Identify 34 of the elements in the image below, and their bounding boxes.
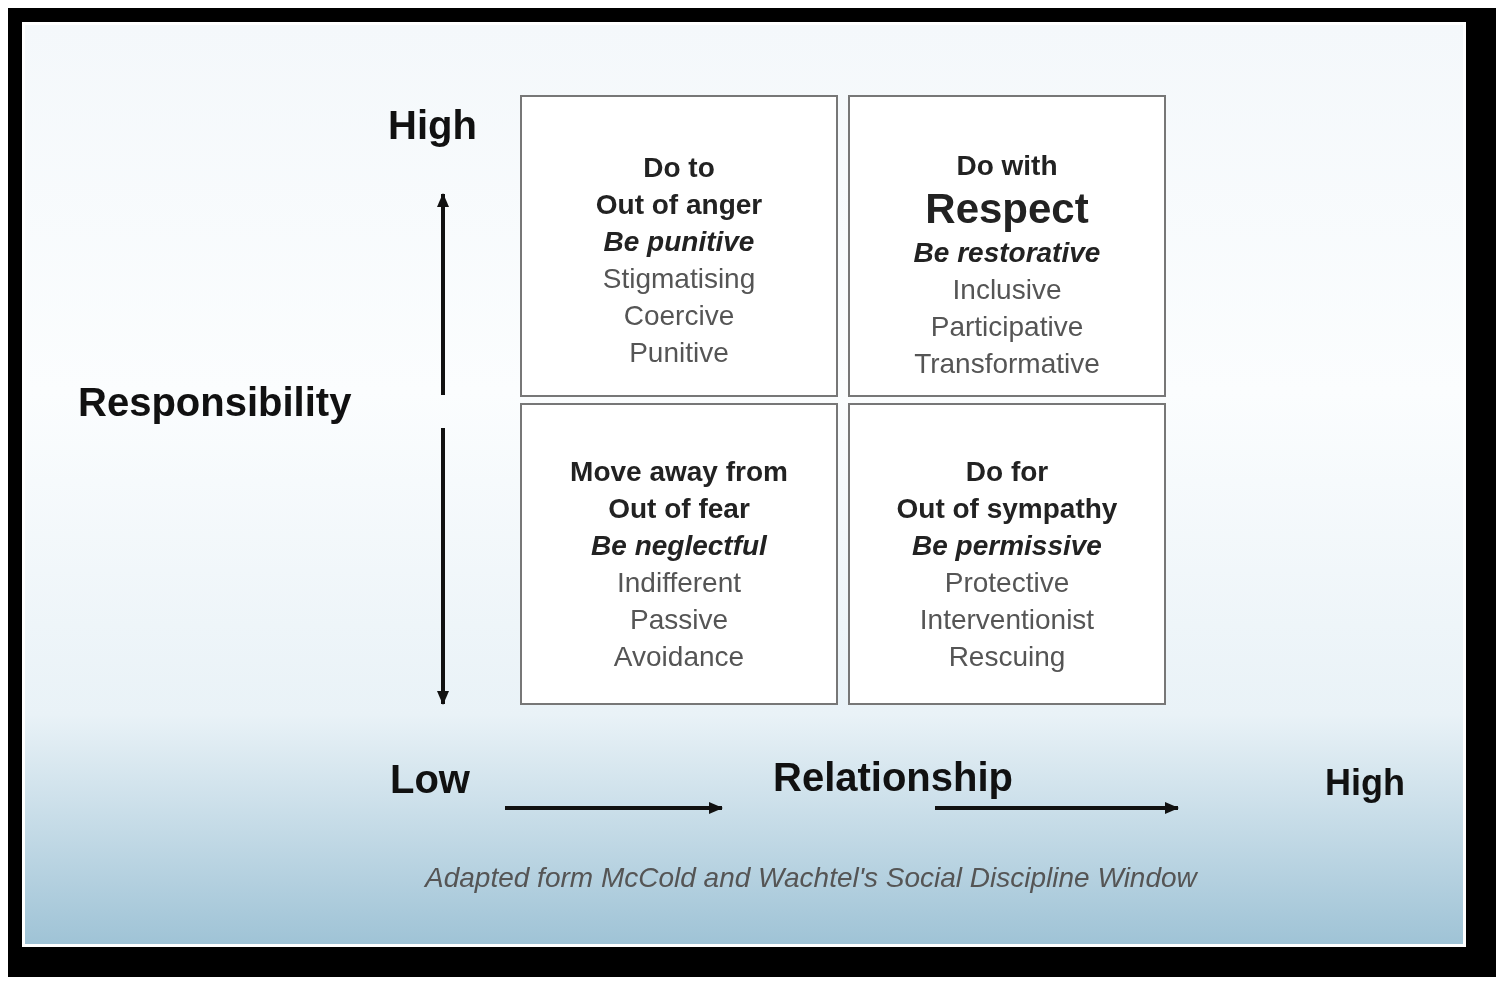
quadrant-heading: Do for — [965, 455, 1049, 489]
quadrant-approach: Be punitive — [603, 225, 755, 259]
quadrant-text: Interventionist — [919, 603, 1095, 637]
quadrant-approach: Be permissive — [912, 529, 1102, 563]
axis-label: Low — [390, 757, 470, 802]
quadrant-text: Out of fear — [608, 492, 750, 526]
axis-title: Relationship — [773, 755, 1014, 800]
quadrant-text: Punitive — [629, 336, 729, 370]
quadrant-heading: Move away from — [570, 455, 788, 489]
quadrant-text: Stigmatising — [602, 262, 756, 296]
quadrant-text: Inclusive — [952, 273, 1062, 307]
quadrant-text: Indifferent — [617, 566, 741, 600]
quadrant-heading: Do with — [956, 149, 1058, 183]
quadrant-text: Transformative — [914, 347, 1100, 381]
quadrant-box — [520, 95, 838, 397]
quadrant-text: Passive — [629, 603, 728, 637]
quadrant-approach: Be neglectful — [591, 529, 767, 563]
quadrant-text: Out of sympathy — [896, 492, 1118, 526]
quadrant-approach: Be restorative — [913, 236, 1101, 270]
quadrant-text: Participative — [930, 310, 1084, 344]
axis-title: Responsibility — [78, 380, 352, 425]
quadrant-box — [848, 95, 1166, 397]
quadrant-heading: Do to — [643, 151, 715, 185]
quadrant-box — [848, 403, 1166, 705]
quadrant-text: Avoidance — [613, 640, 745, 674]
quadrant-text: Respect — [925, 184, 1089, 234]
quadrant-text: Coercive — [623, 299, 735, 333]
axis-label: High — [388, 103, 477, 148]
quadrant-text: Protective — [944, 566, 1070, 600]
caption: Adapted form McCold and Wachtel's Social Discipline Window — [425, 862, 1197, 894]
quadrant-text: Out of anger — [595, 188, 763, 222]
quadrant-box — [520, 403, 838, 705]
axis-label: High — [1325, 762, 1405, 804]
quadrant-text: Rescuing — [948, 640, 1066, 674]
